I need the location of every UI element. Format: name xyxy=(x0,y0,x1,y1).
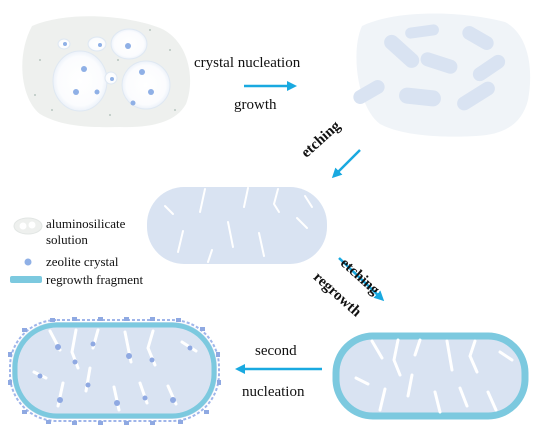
stage-solution xyxy=(22,16,191,128)
solution-nuclei xyxy=(63,42,154,106)
second-nuclei xyxy=(37,341,193,406)
legend-fragment-icon xyxy=(10,276,42,283)
stage-nucleated-crystals xyxy=(353,13,531,137)
stage-etched-crystal xyxy=(147,187,327,264)
second-crystal-rim xyxy=(9,319,220,422)
regrowth-crystal-body xyxy=(333,333,528,419)
arrow-etching xyxy=(331,149,361,179)
label-growth: growth xyxy=(234,97,277,113)
label-crystal-nucleation: crystal nucleation xyxy=(194,55,301,71)
stage-regrowth-crystal xyxy=(332,332,529,420)
etch-cracks xyxy=(164,187,313,263)
second-crystal-shell xyxy=(12,322,217,419)
crystal-background-blob xyxy=(356,13,531,137)
label-second: second xyxy=(255,343,297,359)
regrowth-shell xyxy=(332,332,529,420)
stage-second-nucleation xyxy=(8,317,221,425)
legend-crystal-icon xyxy=(24,258,32,266)
second-rim-particles xyxy=(8,317,221,425)
arrow-etching-regrowth xyxy=(338,257,385,302)
etched-crystal-body xyxy=(147,187,327,264)
label-nucleation: nucleation xyxy=(242,384,305,400)
regrowth-cracks xyxy=(354,338,514,414)
legend-solution-label-2: solution xyxy=(46,232,88,247)
legend-crystal-label: zeolite crystal xyxy=(46,254,119,269)
legend-fragment-label: regrowth fragment xyxy=(46,272,144,287)
legend-solution-label-1: aluminosilicate xyxy=(46,216,126,231)
solution-speckles xyxy=(34,29,176,116)
second-crystal-body xyxy=(12,322,217,419)
legend-solution-icon xyxy=(13,217,43,235)
crystal-rods xyxy=(353,24,506,111)
